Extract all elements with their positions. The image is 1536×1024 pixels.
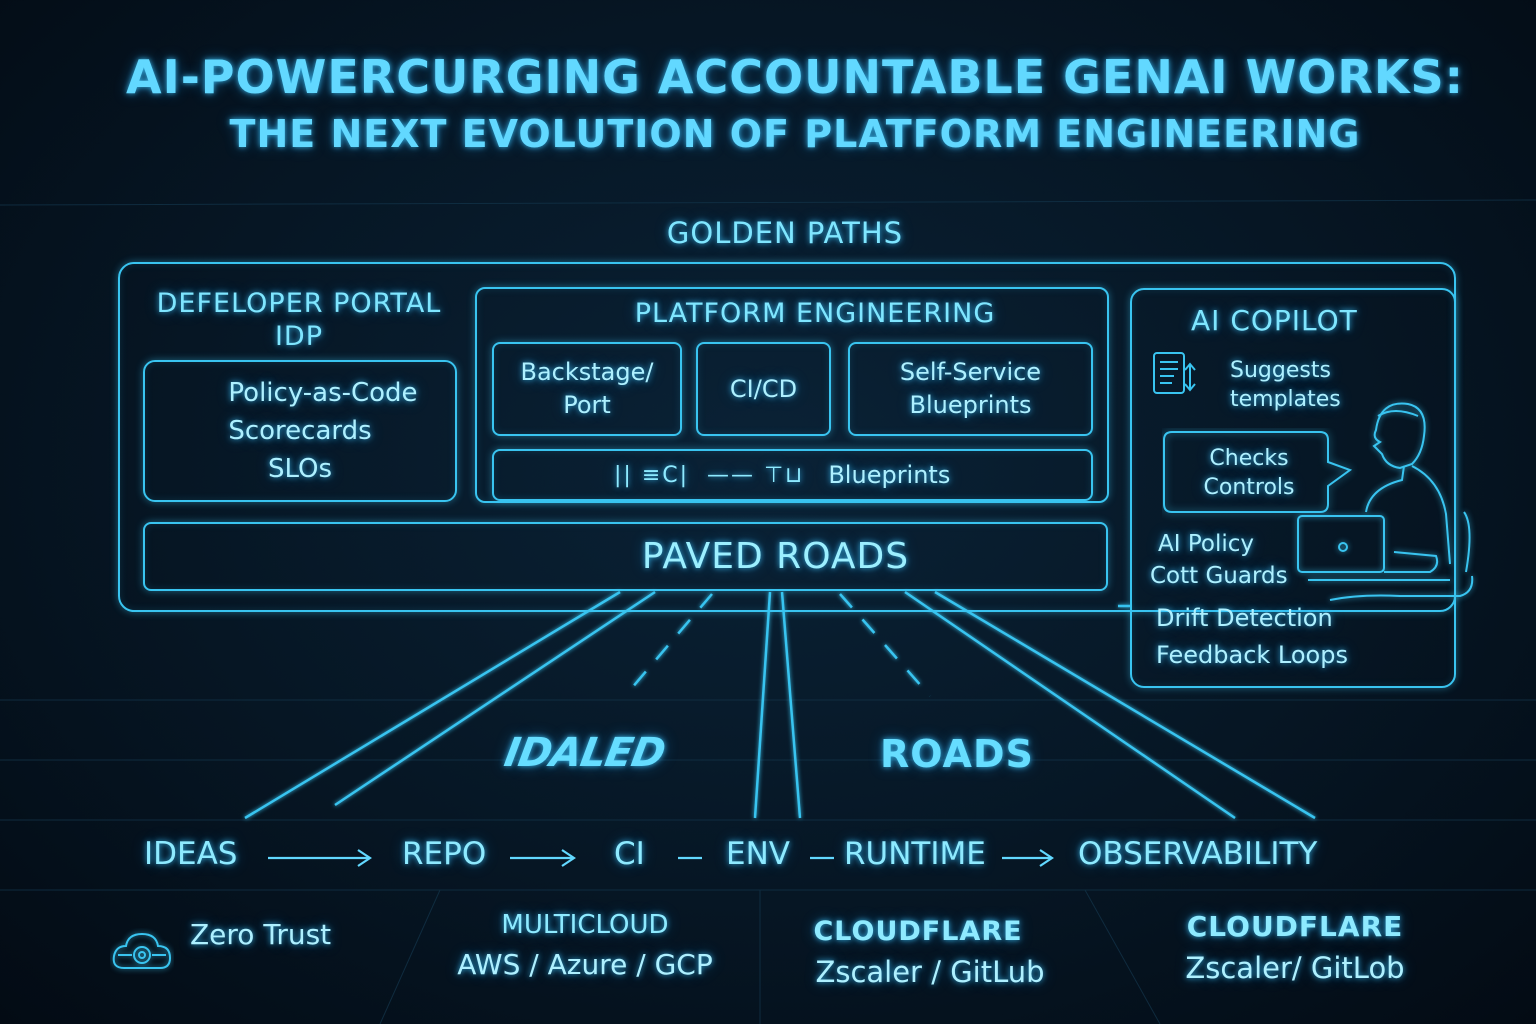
flow-ideas: IDEAS (144, 836, 238, 872)
suggests-line2: templates (1230, 387, 1341, 412)
blueprints-strip[interactable]: || ≡C| —— ⊤⊔ Blueprints (492, 449, 1093, 501)
copilot-features: AI Policy Cott Guards (1150, 528, 1288, 592)
zero-trust-label: Zero Trust (190, 918, 332, 951)
flow-ci: CI (614, 836, 645, 872)
card-label: CI/CD (729, 374, 798, 403)
card-backstage[interactable]: Backstage/ Port (492, 342, 682, 436)
paved-roads-label: PAVED ROADS (641, 536, 910, 577)
card-label: Backstage/ (520, 358, 654, 386)
cloudflare1-sub: Zscaler / GitLub (815, 955, 1045, 989)
card-label: Port (563, 391, 611, 419)
copilot-feature: Drift Detection (1156, 604, 1333, 632)
arrow-right-icon (1002, 849, 1054, 867)
cloudflare1-title: CLOUDFLARE (813, 916, 1023, 947)
arrow-right-icon (510, 849, 576, 867)
blueprints-strip-label: Blueprints (828, 460, 951, 489)
flow-repo: REPO (402, 836, 487, 872)
checks-controls-text: Checks Controls (1166, 444, 1332, 502)
person-icon (1297, 402, 1474, 601)
ai-copilot-panel (1130, 288, 1456, 688)
developer-portal-title-line1: DEFELOPER PORTAL (156, 288, 442, 319)
card-self-service[interactable]: Self-Service Blueprints (848, 342, 1093, 436)
multicloud-sub: AWS / Azure / GCP (457, 948, 713, 981)
cloud-shield-icon (112, 932, 172, 969)
blueprints-strip-glyphs: || ≡C| —— ⊤⊔ (614, 462, 805, 488)
page-subtitle: THE NEXT EVOLUTION OF PLATFORM ENGINEERI… (229, 112, 1361, 156)
copilot-feature: Cott Guards (1150, 563, 1288, 589)
document-icon (1153, 352, 1196, 394)
developer-portal-title-line2: IDP (274, 321, 324, 352)
cloudflare-block-1: CLOUDFLARE Zscaler / GitLub (790, 916, 1070, 989)
dash-connector-icon (678, 856, 702, 860)
road-lines (244, 590, 1316, 820)
cloudflare2-title: CLOUDFLARE (1186, 910, 1404, 943)
flow-runtime: RUNTIME (844, 836, 986, 872)
portal-item: SLOs (267, 454, 333, 484)
bubble-line1: Checks (1209, 446, 1289, 471)
cloudflare-block-2: CLOUDFLARE Zscaler/ GitLob (1160, 910, 1430, 985)
cloudflare2-sub: Zscaler/ GitLob (1185, 951, 1405, 985)
card-label: Self-Service (899, 358, 1042, 386)
platform-engineering-title: PLATFORM ENGINEERING (634, 298, 996, 329)
bubble-line2: Controls (1203, 475, 1295, 500)
road-left-label: IDALED (500, 730, 669, 776)
page-title: AI-POWERCURGING ACCOUNTABLE GENAI WORKS: (125, 50, 1465, 104)
arrow-right-icon (268, 849, 372, 867)
card-label: Blueprints (909, 391, 1032, 419)
suggests-line1: Suggests (1230, 358, 1331, 383)
portal-item: Policy-as-Code (228, 378, 418, 408)
golden-paths-label: GOLDEN PATHS (666, 216, 904, 250)
copilot-feature: Feedback Loops (1156, 641, 1348, 669)
copilot-feature: AI Policy (1158, 531, 1254, 557)
multicloud-block: MULTICLOUD AWS / Azure / GCP (430, 910, 740, 981)
paved-roads-bar: PAVED ROADS (143, 522, 1108, 591)
flow-observability: OBSERVABILITY (1078, 836, 1318, 872)
multicloud-title: MULTICLOUD (501, 910, 669, 940)
portal-item: Scorecards (228, 416, 372, 446)
card-cicd[interactable]: CI/CD (696, 342, 831, 436)
developer-portal-box: Policy-as-Code Scorecards SLOs (143, 360, 457, 502)
copilot-features-lower: Drift Detection Feedback Loops (1156, 600, 1348, 674)
developer-portal-title: DEFELOPER PORTAL IDP (140, 287, 458, 353)
flow-env: ENV (726, 836, 790, 872)
dash-connector-icon (810, 856, 834, 860)
road-right-label: ROADS (880, 732, 1034, 776)
platform-engineering-box (475, 287, 1109, 503)
suggests-templates-text: Suggests templates (1230, 356, 1341, 414)
ai-copilot-title: AI COPILOT (1191, 304, 1358, 337)
speech-bubble (1163, 431, 1353, 513)
